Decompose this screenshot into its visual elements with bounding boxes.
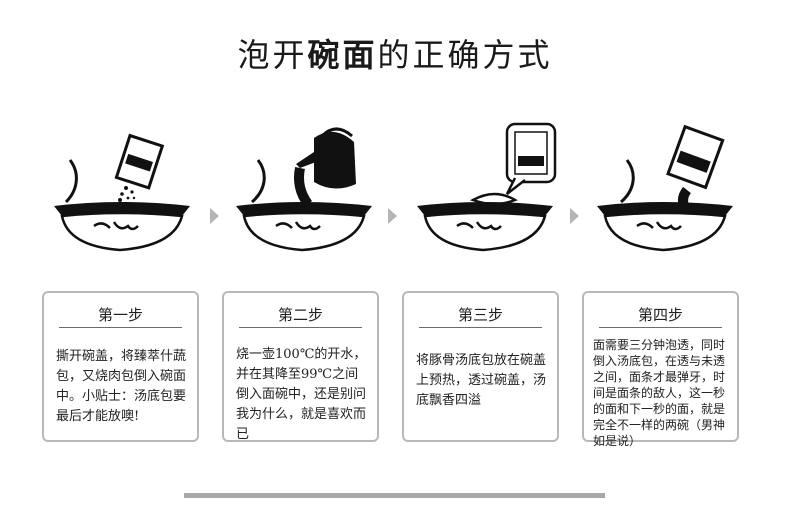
- noodle-bowl-icon: [236, 159, 372, 252]
- divider: [59, 327, 182, 328]
- step-title: 第四步: [637, 306, 683, 324]
- step-card-3: 第三步 将豚骨汤底包放在碗盖上预热，透过碗盖，汤底飘香四溢: [402, 291, 559, 442]
- step2-illustration: [236, 127, 372, 252]
- divider: [599, 327, 722, 328]
- step-title: 第三步: [457, 306, 503, 324]
- noodle-bowl-icon: [597, 159, 733, 252]
- step-title: 第二步: [277, 306, 323, 324]
- seasoning-packet-icon: [114, 133, 165, 190]
- kettle-icon: [296, 127, 356, 189]
- step-description: 将豚骨汤底包放在碗盖上预热，透过碗盖，汤底飘香四溢: [416, 353, 547, 408]
- bottom-divider: [184, 493, 605, 498]
- step-title: 第一步: [97, 306, 143, 324]
- soup-packet-bubble-icon: [505, 122, 557, 195]
- step-description: 撕开碗盖，将臻萃什蔬包，又烧肉包倒入碗面中。小贴士：汤底包要最后才能放噢!: [56, 349, 187, 424]
- step-arrow-icon: [388, 208, 397, 224]
- step-description: 烧一壶100℃的开水，并在其降至99℃之间倒入面碗中，还是别问我为什么，就是喜欢…: [236, 347, 367, 442]
- step3-illustration: [417, 122, 557, 252]
- step-card-2: 第二步 烧一壶100℃的开水，并在其降至99℃之间倒入面碗中，还是别问我为什么，…: [222, 291, 379, 442]
- step-arrow-icon: [210, 208, 219, 224]
- step-card-4: 第四步 面需要三分钟泡透，同时倒入汤底包，在透与未透之间，面条才最弹牙，时间是面…: [582, 291, 739, 448]
- step4-illustration: [597, 124, 733, 252]
- noodle-bowl-icon: [54, 159, 190, 252]
- noodle-bowl-icon: [417, 202, 553, 252]
- step-description: 面需要三分钟泡透，同时倒入汤底包，在透与未透之间，面条才最弹牙，时间是面条的敌人…: [593, 338, 726, 448]
- step-card-1: 第一步 撕开碗盖，将臻萃什蔬包，又烧肉包倒入碗面中。小贴士：汤底包要最后才能放噢…: [42, 291, 199, 442]
- page-title: 泡开碗面的正确方式: [237, 36, 553, 74]
- step-arrow-icon: [570, 208, 579, 224]
- soup-packet-icon: [666, 124, 725, 190]
- step1-illustration: [54, 133, 190, 252]
- divider: [239, 327, 362, 328]
- divider: [419, 327, 542, 328]
- water-stream-icon: [294, 167, 313, 207]
